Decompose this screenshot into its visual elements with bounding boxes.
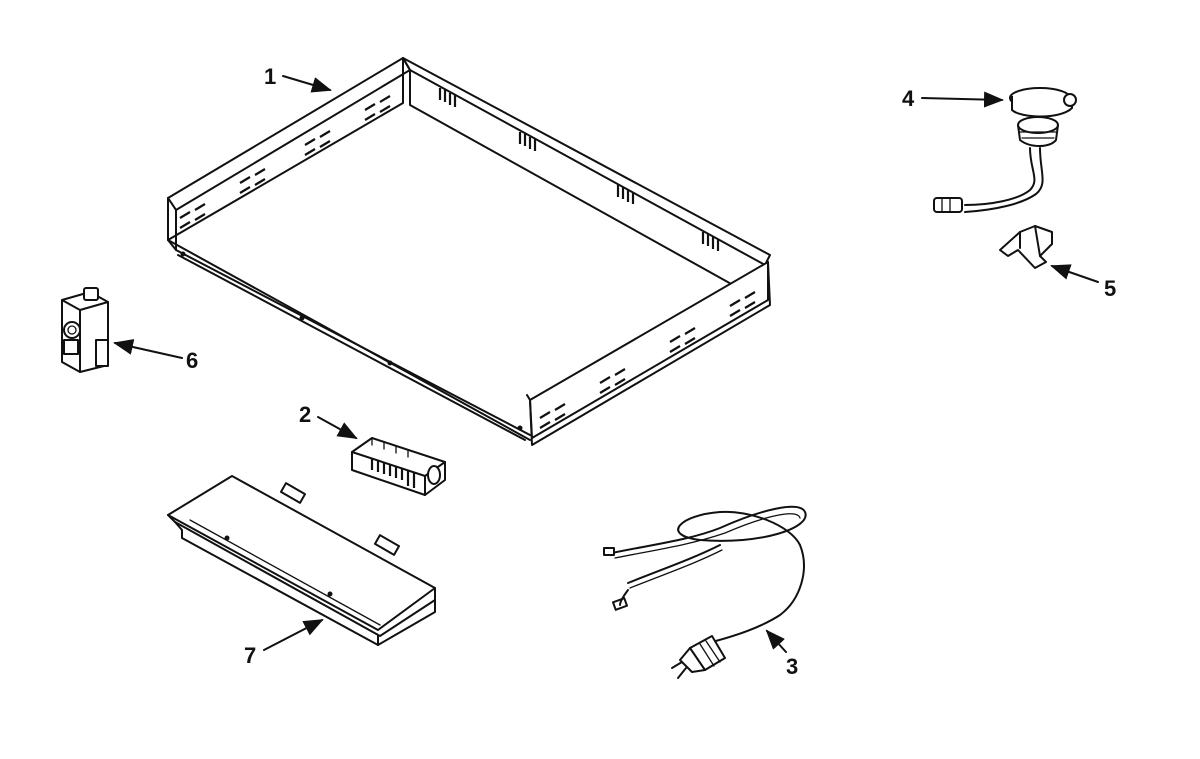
leader-arrow-4	[921, 91, 1004, 108]
valve-part	[61, 287, 109, 373]
leader-arrow-2	[317, 416, 358, 439]
leader-arrow-5	[1050, 264, 1099, 283]
callout-label-5: 5	[1104, 276, 1117, 301]
drawer-tray-part	[167, 57, 771, 446]
callout-label-7: 7	[244, 643, 257, 668]
leader-arrow-6	[113, 339, 183, 359]
leader-arrow-1	[282, 75, 332, 93]
callout-label-3: 3	[786, 654, 799, 679]
igniter-assembly-part	[933, 87, 1077, 213]
callout-label-6: 6	[186, 348, 199, 373]
leader-arrow-3	[765, 629, 787, 653]
pan-part	[167, 475, 436, 646]
leader-arrow-7	[263, 619, 324, 651]
power-cord-part	[603, 505, 807, 679]
callout-label-2: 2	[299, 402, 312, 427]
terminal-block-part	[351, 437, 446, 496]
callout-label-1: 1	[264, 64, 277, 89]
clip-part	[999, 225, 1053, 269]
callout-label-4: 4	[902, 86, 915, 111]
